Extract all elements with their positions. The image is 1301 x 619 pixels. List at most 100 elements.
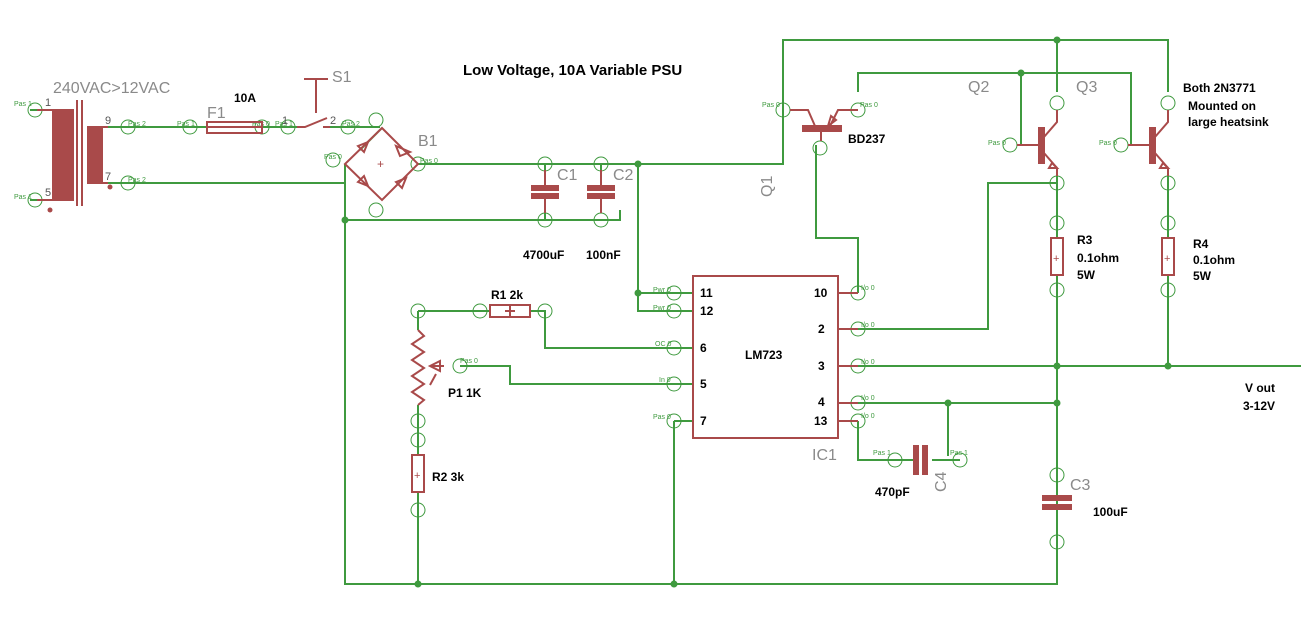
ic-pin-number: 5: [700, 377, 707, 391]
transformer-primary-core: [52, 109, 74, 201]
pin-number: 2: [330, 115, 336, 127]
note-line: Both 2N3771: [1183, 81, 1256, 95]
pin-number: 1: [282, 115, 288, 127]
pad-label: I/o 0: [861, 413, 875, 420]
junction: [1164, 362, 1172, 370]
junction: [341, 216, 349, 224]
pad-label: I/o 0: [861, 395, 875, 402]
junction: [1017, 69, 1025, 77]
fuse-rating: 10A: [234, 91, 256, 105]
pad-label: Pas 1: [177, 121, 195, 128]
junction: [1053, 399, 1061, 407]
resistor-r1: R1 2k: [489, 288, 531, 318]
resistor-name: R3: [1077, 233, 1093, 247]
ic-pin-number: 11: [700, 286, 713, 300]
capacitor-name: C2: [613, 167, 634, 184]
capacitor-value: 470pF: [875, 485, 910, 499]
capacitor-name: C1: [557, 167, 578, 184]
pad-label: Pas 1: [950, 450, 968, 457]
transformer-label: 240VAC>12VAC: [53, 80, 170, 97]
pad-label: Pas 1: [14, 101, 32, 108]
pad-label: Pwr 0: [653, 287, 671, 294]
bridge-rectifier-b1: + B1: [343, 126, 438, 202]
pad-label: Pas 2: [128, 121, 146, 128]
pad-label: Pas 0: [324, 154, 342, 161]
resistor-r3: + R3 0.1ohm 5W: [1050, 233, 1119, 282]
pin-number: 7: [105, 171, 111, 183]
transformer-secondary-core: [87, 126, 103, 184]
junction: [670, 580, 678, 588]
capacitor-c3: C3 100uF: [1042, 477, 1128, 519]
resistor-power: 5W: [1077, 268, 1096, 282]
bridge-polarity: +: [377, 157, 384, 171]
bridge-name: B1: [418, 133, 438, 150]
switch-s1: S1 1 2: [282, 69, 352, 128]
capacitor-name: C3: [1070, 477, 1091, 494]
transistor-note: Both 2N3771 Mounted on large heatsink: [1183, 81, 1269, 129]
transistor-q3: Q3: [1076, 79, 1171, 176]
resistor-r4: + R4 0.1ohm 5W: [1161, 237, 1235, 283]
pad-label: Pas 2: [342, 121, 360, 128]
transformer: 240VAC>12VAC 1 5 9 7: [37, 80, 170, 213]
note-line: Mounted on: [1188, 99, 1256, 113]
resistor-name: R4: [1193, 237, 1209, 251]
ic-pin-number: 10: [814, 286, 828, 300]
pin-number: 5: [45, 187, 51, 199]
pads: [27, 95, 1176, 550]
junction: [634, 289, 642, 297]
capacitor-c2: C2 100nF: [586, 167, 634, 262]
transistor-part: BD237: [848, 132, 886, 146]
transistor-q2: Q2: [968, 79, 1060, 176]
junction: [414, 580, 422, 588]
pad-label: Pwr 0: [653, 305, 671, 312]
resistor-r2: + R2 3k: [411, 454, 464, 493]
capacitor-value: 100uF: [1093, 505, 1128, 519]
capacitor-name: C4: [933, 471, 950, 492]
svg-text:+: +: [1053, 253, 1059, 265]
transistor-name: Q1: [759, 176, 776, 197]
switch-name: S1: [332, 69, 352, 86]
output-label: V out: [1245, 381, 1275, 395]
capacitor-c4: 470pF C4: [875, 445, 950, 499]
junction-dots: [341, 36, 1172, 588]
pad-label: I/o 0: [861, 359, 875, 366]
ic-pin-number: 4: [818, 395, 825, 409]
ic-lm723: LM723 IC1 11 12 6 5 7 10 2 3 4 13: [692, 275, 858, 464]
fuse-name: F1: [207, 105, 226, 122]
pot-label: P1 1K: [448, 386, 482, 400]
junction: [944, 399, 952, 407]
capacitor-value: 100nF: [586, 248, 621, 262]
pad-label: Pas 0: [653, 414, 671, 421]
ic-pin-number: 13: [814, 414, 828, 428]
pad-label: Pas 1: [275, 121, 293, 128]
junction: [1053, 362, 1061, 370]
ic-pin-number: 2: [818, 322, 825, 336]
fuse-f1: F1 10A: [206, 91, 263, 134]
capacitor-c1: C1 4700uF: [523, 167, 578, 262]
pad-label: Pas 0: [860, 102, 878, 109]
note-line: large heatsink: [1188, 115, 1269, 129]
pad-label: Pas 2: [128, 177, 146, 184]
junction: [634, 160, 642, 168]
resistor-power: 5W: [1193, 269, 1212, 283]
pad-label: Pas 0: [762, 102, 780, 109]
output-range: 3-12V: [1243, 399, 1275, 413]
ic-pin-number: 3: [818, 359, 825, 373]
ic-name: IC1: [812, 447, 837, 464]
pad-label: Pas 1: [873, 450, 891, 457]
capacitor-value: 4700uF: [523, 248, 564, 262]
pad-label: Pas 0: [988, 140, 1006, 147]
ic-part: LM723: [745, 348, 783, 362]
ic-pin-number: 12: [700, 304, 714, 318]
pin-number: 9: [105, 115, 111, 127]
pad-label: Pas 0: [460, 358, 478, 365]
ic-pin-number: 6: [700, 341, 707, 355]
ic-body: [692, 275, 839, 439]
pad-label: In 0: [659, 377, 671, 384]
pad-label: OC 0: [655, 341, 671, 348]
junction: [1053, 36, 1061, 44]
resistor-label: R1 2k: [491, 288, 523, 302]
schematic-title: Low Voltage, 10A Variable PSU: [463, 62, 682, 79]
potentiometer-p1: P1 1K: [410, 329, 482, 406]
